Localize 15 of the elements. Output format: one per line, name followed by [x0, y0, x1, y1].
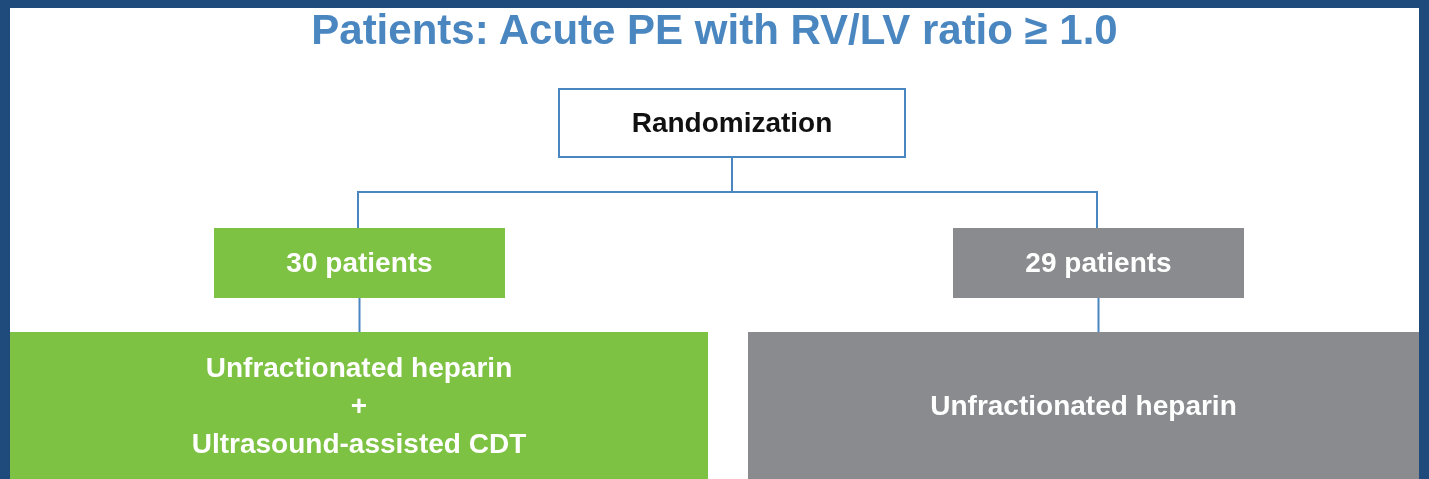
plus-sign: + — [350, 388, 368, 423]
group-box — [214, 228, 505, 298]
box-label: 29 patients — [1025, 246, 1172, 280]
connector-line — [358, 297, 361, 333]
box-label: Ultrasound-assisted CDT — [191, 426, 527, 461]
treatment-box — [748, 332, 1419, 479]
connector-line — [1097, 297, 1100, 333]
box-label: Randomization — [631, 106, 833, 140]
box-label: Unfractionated heparin — [930, 388, 1237, 423]
treatment-box — [10, 332, 708, 479]
title: Patients: Acute PE with RV/LV ratio ≥ 1.0 — [310, 6, 1119, 54]
group-box — [953, 228, 1244, 298]
box-label: 30 patients — [286, 246, 433, 280]
box-label: Unfractionated heparin — [205, 350, 513, 385]
process-box — [558, 88, 906, 158]
